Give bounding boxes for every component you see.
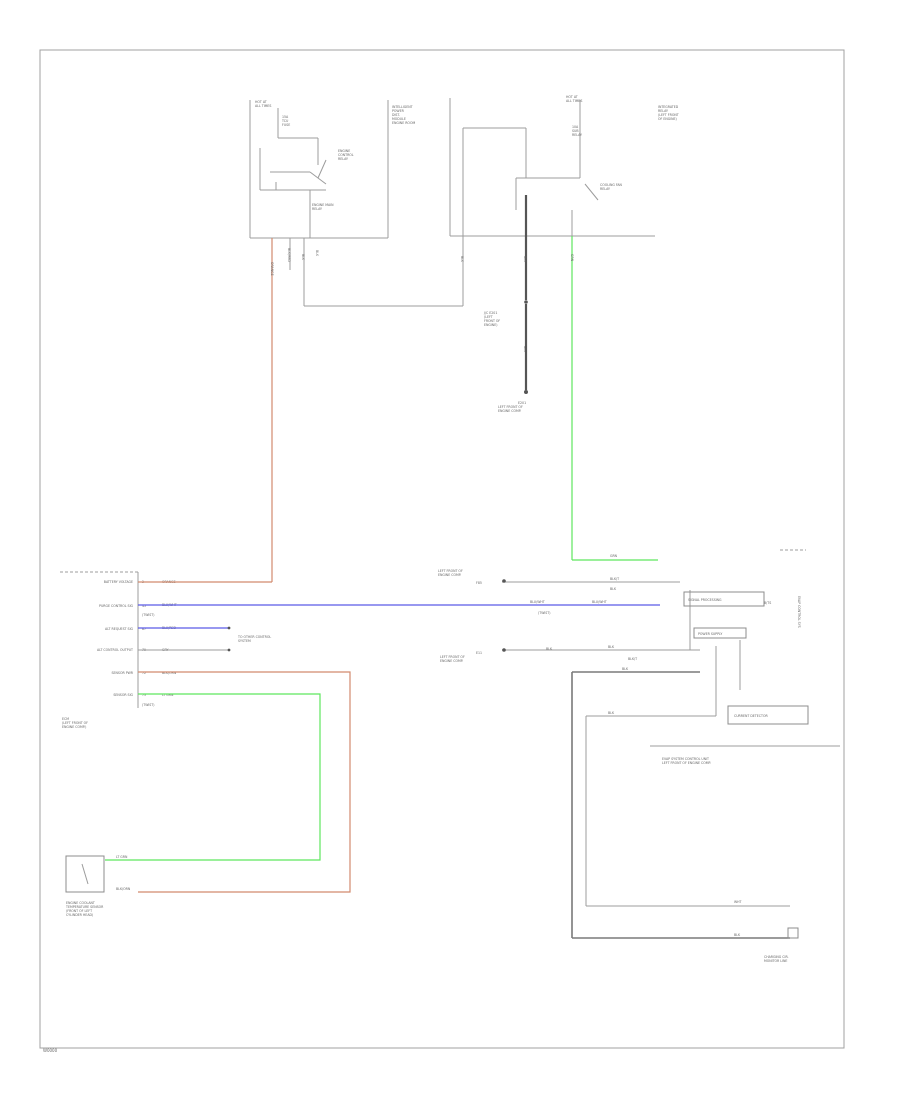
- vw-label-e: BLK: [523, 256, 527, 263]
- vw-label-a: BLK/RED: [287, 248, 291, 262]
- right-module-corner-label: B/TS: [764, 601, 771, 605]
- ecm-pin-label-4: SENSOR PWR: [112, 671, 134, 675]
- right-module-box-bottom-label: CURRENT DETECTOR: [734, 714, 768, 718]
- vw-label-d: BLK: [460, 256, 464, 263]
- wire-sensor-power: [138, 671, 351, 893]
- ground-e201-label: E201 LEFT FRONT OF ENGINE COMP.: [498, 401, 527, 413]
- rw-wht2-label: BLK: [734, 933, 741, 937]
- right-sensor-title: CHARGING CIR. MONITOR LINE: [764, 955, 790, 963]
- diagram-frame: [39, 49, 845, 1049]
- sensor-wire-blk: BLK/ORN: [116, 887, 131, 891]
- rw-wht3-label: BLK: [622, 667, 629, 671]
- wire-gray-end: [227, 648, 231, 652]
- vw-label-c: BLK: [315, 250, 319, 257]
- ecm-pin-label-0: BATTERY VOLTAGE: [104, 580, 133, 584]
- sensor-title: ENGINE COOLANT TEMPERATURE SENSOR (FRONT…: [65, 901, 104, 917]
- ground-e201-dot: [524, 390, 528, 394]
- vw-label-b: BLK: [301, 254, 305, 261]
- ipdm-right-label: INTEGRATED RELAY (LEFT FRONT OF ENGINE): [658, 105, 680, 121]
- right-relay-block: [449, 98, 655, 300]
- ecm-pin-label-3: ALT CONTROL OUTPUT: [97, 648, 133, 652]
- rw-ground-wht-label: BLK/T: [610, 577, 619, 581]
- right-module-box-bottom: [727, 705, 809, 725]
- ecm-pin-num-2: 87: [142, 627, 146, 631]
- vw-label-orange: ORANGE: [270, 262, 274, 276]
- right-module-wires: [502, 581, 790, 939]
- ground-left-front-dot: [502, 579, 506, 583]
- rw-blk2-label: BLK: [608, 645, 615, 649]
- right-module-box-mid: [693, 627, 747, 639]
- left-relay-block: [249, 100, 389, 239]
- ecm-pin-label-5: SENSOR SIG: [113, 693, 133, 697]
- rw-blu-wht-label: BLU/WHT: [592, 600, 607, 604]
- right-sensor-connector: [787, 927, 799, 939]
- rw-blk3-label: BLK/T: [628, 657, 637, 661]
- right-module-box-top: [683, 591, 765, 607]
- right-module-box-mid-label: POWER SUPPLY: [698, 632, 722, 636]
- cooling-fan-relay-label: COOLING FAN RELAY: [600, 183, 623, 191]
- fuse-left-label: 15A TCU FUSE: [281, 115, 290, 127]
- ground-e11-dot: [502, 648, 506, 652]
- ground-e11-label: E11 LEFT FRONT OF ENGINE COMP.: [440, 651, 483, 663]
- footer-code: W0000: [43, 1048, 58, 1053]
- rw-wht-label: WHT: [734, 900, 742, 904]
- joint-connector-dot: [524, 300, 528, 304]
- fuse-right-label: 10A SUB RELAY: [572, 125, 582, 137]
- ecm-twist-note-1: (TWIST): [142, 703, 155, 707]
- vw-label-green: GRN: [570, 254, 574, 262]
- sensor-element: [81, 863, 89, 885]
- ecm-pin-num-1: 45: [142, 604, 146, 608]
- right-module-title: EVAP SYSTEM CONTROL UNIT LEFT FRONT OF E…: [662, 757, 711, 765]
- ecm-pin-num-5: 73: [142, 693, 146, 697]
- rw-blk4-label: BLK: [608, 711, 615, 715]
- sensor-wire-grn: LT GRN: [116, 855, 128, 859]
- ecm-title: ECM (LEFT FRONT OF ENGINE COMP.): [62, 717, 89, 729]
- ecm-block: [60, 571, 139, 708]
- ecm-twist-note-0: (TWIST): [142, 613, 155, 617]
- joint-connector-label: J/C E201 (LEFT FRONT OF ENGINE): [483, 311, 501, 327]
- to-other-control-label: TO OTHER CONTROL SYSTEM: [237, 635, 272, 643]
- ecm-pin-label-2: ALT REQUEST SIG: [105, 627, 134, 631]
- ecm-pin-num-4: 72: [142, 671, 146, 675]
- engine-main-relay-label: ENGINE MAIN RELAY: [312, 203, 335, 211]
- wire-sensor-signal: [105, 693, 321, 861]
- fuse-block-left-label: HOT AT ALL TIMES: [255, 100, 271, 108]
- fuse-block-right-label: HOT AT ALL TIMES: [566, 95, 582, 103]
- right-module-vertical-label: EVAP CONTROL SYS: [797, 596, 801, 628]
- ecm-wire-color-4: BLK/ORN: [162, 671, 177, 675]
- coolant-temp-sensor: [65, 855, 105, 893]
- right-module-box-top-label: SIGNAL PROCESSING: [688, 598, 722, 602]
- rw-blk-label: BLK: [610, 587, 617, 591]
- rw-green-label: GRN: [610, 554, 618, 558]
- rw-twist-label: (TWIST): [538, 611, 551, 615]
- ecm-pin-label-1: PURGE CONTROL SIG: [99, 604, 134, 608]
- wire-blue-end: [227, 626, 231, 630]
- ground-left-front-label: LEFT FRONT OF ENGINE COMP. F85: [438, 569, 482, 585]
- engine-control-relay-label: ENGINE CONTROL RELAY: [338, 149, 355, 161]
- rw-blu-wht-left-label: BLU/WHT: [530, 600, 545, 604]
- ipdm-left-label: INTELLIGENT POWER DIST. MODULE ENGINE RO…: [392, 105, 415, 125]
- rw-red-label: BLK: [546, 647, 553, 651]
- ecm-wire-color-5: LT GRN: [162, 693, 174, 697]
